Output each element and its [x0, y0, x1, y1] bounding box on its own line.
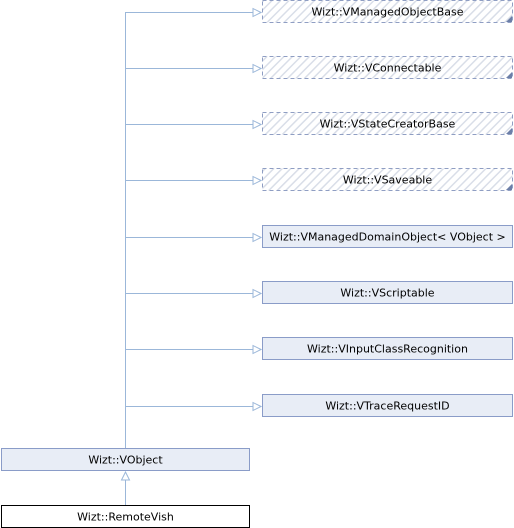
- arrowhead: [252, 288, 263, 299]
- class-label: Wizt::VManagedObjectBase: [311, 6, 463, 19]
- inheritance-edges: [120, 7, 263, 505]
- class-label: Wizt::VManagedDomainObject< VObject >: [269, 231, 505, 244]
- external-corner-marker: [506, 16, 512, 22]
- class-label: Wizt::VScriptable: [340, 287, 434, 300]
- class-label: Wizt::VInputClassRecognition: [307, 343, 468, 356]
- arrowhead: [252, 401, 263, 412]
- class-node-vinputclassrecognition[interactable]: Wizt::VInputClassRecognition: [262, 337, 513, 360]
- class-box: [1, 448, 250, 471]
- inheritance-edge-remotevish-to-vobject: [120, 470, 131, 505]
- class-label: Wizt::VSaveable: [343, 174, 432, 187]
- class-node-vobject[interactable]: Wizt::VObject: [1, 448, 250, 471]
- class-box: [262, 0, 513, 23]
- arrowhead: [252, 175, 263, 186]
- inheritance-edge-vsaveable: [125, 175, 263, 186]
- class-label: Wizt::VTraceRequestID: [325, 400, 449, 413]
- class-node-vsaveable[interactable]: Wizt::VSaveable: [262, 168, 513, 191]
- class-label: Wizt::VConnectable: [334, 62, 442, 75]
- class-box: [262, 225, 513, 248]
- class-box: [262, 281, 513, 304]
- class-box: [262, 168, 513, 191]
- arrowhead: [252, 63, 263, 74]
- class-box: [262, 112, 513, 135]
- arrowhead: [252, 7, 263, 18]
- class-label: Wizt::VStateCreatorBase: [320, 118, 456, 131]
- class-node-vtracerequestid[interactable]: Wizt::VTraceRequestID: [262, 394, 513, 417]
- class-box: [262, 394, 513, 417]
- inheritance-edge-vmanageddomainobject-vobject: [125, 232, 263, 243]
- class-node-vstatecreatorbase[interactable]: Wizt::VStateCreatorBase: [262, 112, 513, 135]
- class-label: Wizt::VObject: [88, 454, 163, 467]
- inheritance-edge-vscriptable: [125, 288, 263, 299]
- inheritance-edge-vtracerequestid: [125, 401, 263, 412]
- arrowhead: [252, 344, 263, 355]
- inheritance-edge-vinputclassrecognition: [125, 344, 263, 355]
- class-node-vmanagedobjectbase[interactable]: Wizt::VManagedObjectBase: [262, 0, 513, 23]
- external-corner-marker: [506, 184, 512, 190]
- class-node-vmanageddomainobject-vobject[interactable]: Wizt::VManagedDomainObject< VObject >: [262, 225, 513, 248]
- arrowhead: [120, 470, 131, 481]
- inheritance-edge-vconnectable: [125, 63, 263, 74]
- class-box: [262, 56, 513, 79]
- class-label: Wizt::RemoteVish: [77, 511, 174, 524]
- inheritance-edge-vmanagedobjectbase: [125, 7, 263, 18]
- external-corner-marker: [506, 128, 512, 134]
- arrowhead: [252, 119, 263, 130]
- class-node-vconnectable[interactable]: Wizt::VConnectable: [262, 56, 513, 79]
- inheritance-edge-vstatecreatorbase: [125, 119, 263, 130]
- external-corner-marker: [506, 72, 512, 78]
- class-node-remotevish[interactable]: Wizt::RemoteVish: [1, 505, 250, 528]
- class-node-vscriptable[interactable]: Wizt::VScriptable: [262, 281, 513, 304]
- class-box: [262, 337, 513, 360]
- arrowhead: [252, 232, 263, 243]
